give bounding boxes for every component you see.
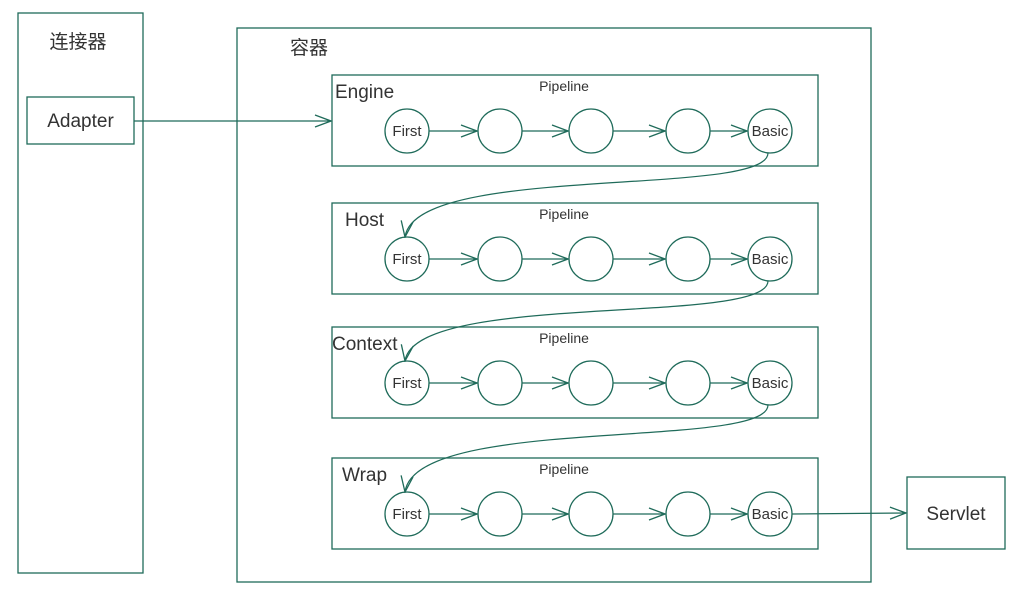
valve <box>568 236 614 282</box>
stage-link-arrow <box>405 404 769 492</box>
basic-valve <box>747 108 793 154</box>
valve <box>477 360 523 406</box>
links-layer <box>405 152 906 514</box>
basic-valve <box>747 236 793 282</box>
valve <box>477 236 523 282</box>
valve <box>477 108 523 154</box>
valve <box>665 236 711 282</box>
stage-link-arrow <box>405 152 769 237</box>
servlet-box <box>906 476 1006 550</box>
valve <box>665 360 711 406</box>
valve <box>568 360 614 406</box>
first-valve-label: First <box>392 506 422 523</box>
first-valve <box>384 108 430 154</box>
connector-title: 连接器 <box>49 31 106 53</box>
stage-name: Engine <box>335 82 394 103</box>
stage-name: Host <box>345 210 385 231</box>
adapter-box <box>26 96 135 145</box>
pipeline-label: Pipeline <box>539 78 589 94</box>
stage-name: Context <box>332 334 398 355</box>
first-valve-label: First <box>392 123 422 140</box>
stage-link-arrow <box>405 280 769 361</box>
pipeline-label: Pipeline <box>539 330 589 346</box>
servlet-label: Servlet <box>926 504 986 525</box>
basic-valve <box>747 360 793 406</box>
pipeline-label: Pipeline <box>539 206 589 222</box>
valve <box>665 491 711 537</box>
first-valve-label: First <box>392 251 422 268</box>
valve <box>568 491 614 537</box>
stage-name: Wrap <box>342 465 387 486</box>
pipeline-label: Pipeline <box>539 461 589 477</box>
adapter-label: Adapter <box>47 111 114 132</box>
basic-valve-label: Basic <box>752 375 789 392</box>
valve <box>665 108 711 154</box>
valve <box>568 108 614 154</box>
first-valve-label: First <box>392 375 422 392</box>
basic-valve-label: Basic <box>752 506 789 523</box>
basic-to-servlet-arrow <box>791 513 906 514</box>
basic-valve-label: Basic <box>752 251 789 268</box>
valve <box>477 491 523 537</box>
container-title: 容器 <box>290 37 328 59</box>
basic-valve-label: Basic <box>752 123 789 140</box>
